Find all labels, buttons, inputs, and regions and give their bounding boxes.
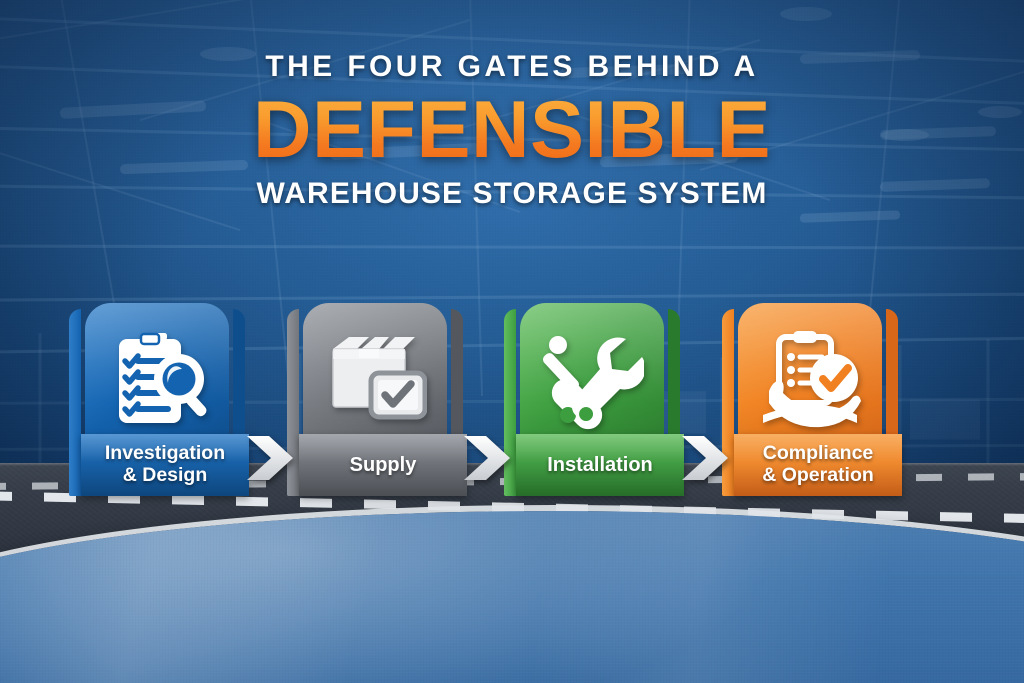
clipboard-check-hand-icon	[738, 323, 882, 439]
banner-gloss	[734, 434, 902, 496]
floor-sheen	[0, 511, 1024, 683]
step-label-banner: Supply	[299, 434, 467, 496]
package-box-check-icon	[303, 323, 447, 439]
card-left-edge	[722, 309, 734, 496]
banner-gloss	[299, 434, 467, 496]
step-label-banner: Investigation& Design	[81, 434, 249, 496]
step-card-compliance-operation[interactable]: Compliance& Operation	[722, 303, 902, 496]
process-steps-row: Investigation& Design	[0, 303, 1024, 503]
chevron-right-icon	[682, 436, 728, 480]
step-label-banner: Compliance& Operation	[734, 434, 902, 496]
step-label-text: Investigation& Design	[104, 442, 226, 486]
card-body: Compliance& Operation	[734, 303, 902, 496]
step-label-banner: Installation	[516, 434, 684, 496]
card-body: Investigation& Design	[81, 303, 249, 496]
card-left-edge	[69, 309, 81, 496]
card-body: Supply	[299, 303, 467, 496]
epoxy-floor	[0, 511, 1024, 683]
step-label-text: Installation	[547, 453, 653, 476]
card-left-edge	[504, 309, 516, 496]
wrench-screwdriver-icon	[520, 323, 664, 439]
headline-accent-word: DEFENSIBLE	[0, 89, 1024, 170]
chevron-right-icon	[464, 436, 510, 480]
arrow-connector-1	[245, 433, 297, 483]
step-card-investigation-design[interactable]: Investigation& Design	[69, 303, 249, 496]
step-label-text: Supply	[349, 453, 417, 476]
headline-subtitle: WAREHOUSE STORAGE SYSTEM	[256, 177, 768, 211]
card-left-edge	[287, 309, 299, 496]
arrow-connector-3	[680, 433, 732, 483]
banner-gloss	[81, 434, 249, 496]
step-card-supply[interactable]: Supply	[287, 303, 467, 496]
card-body: Installation	[516, 303, 684, 496]
arrow-connector-2	[462, 433, 514, 483]
chevron-right-icon	[247, 436, 293, 480]
headline-eyebrow: THE FOUR GATES BEHIND A	[265, 50, 759, 83]
floor-texture	[0, 511, 1024, 683]
clipboard-checklist-magnifier-icon	[85, 323, 229, 439]
step-card-installation[interactable]: Installation	[504, 303, 684, 496]
banner-gloss	[516, 434, 684, 496]
headline-block: THE FOUR GATES BEHIND A DEFENSIBLE WAREH…	[0, 52, 1024, 209]
step-label-text: Compliance& Operation	[762, 442, 874, 486]
